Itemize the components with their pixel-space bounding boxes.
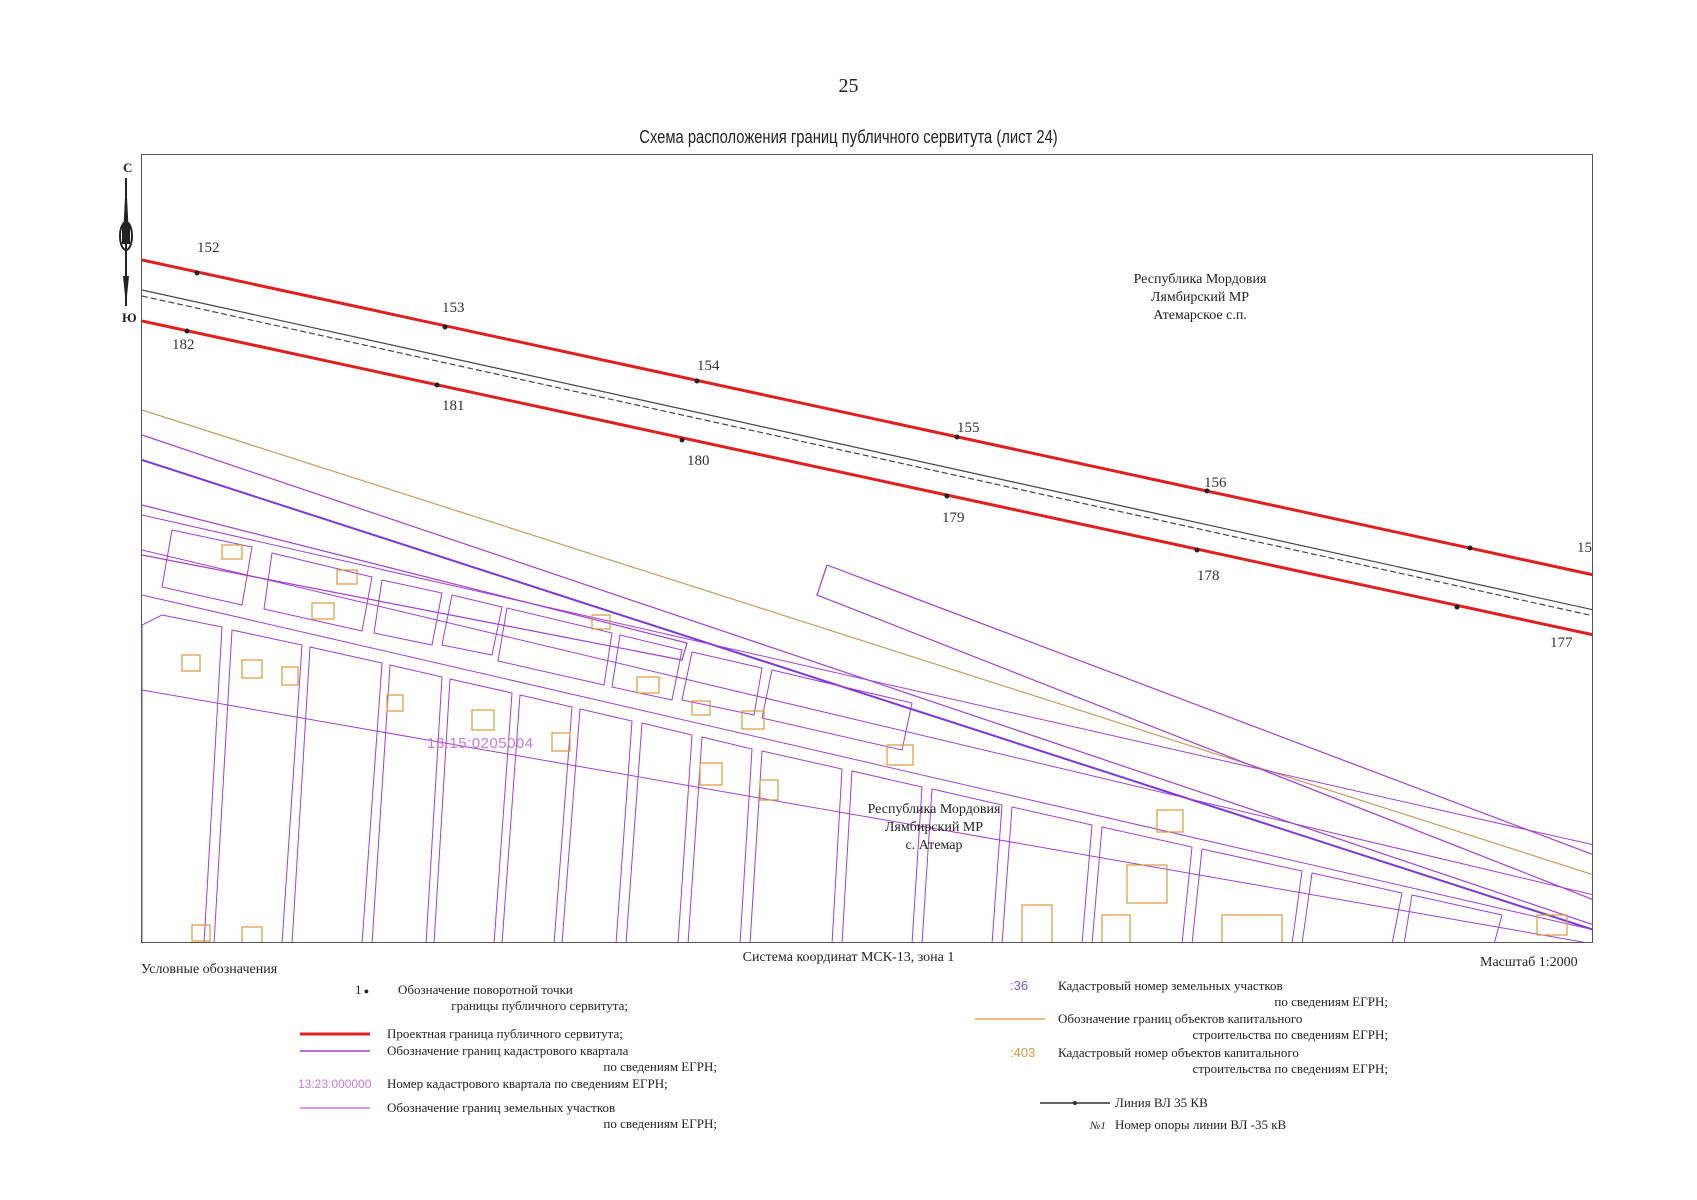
legend-parcel-boundary: Обозначение границ земельных участков по… (387, 1100, 717, 1131)
power-line (142, 295, 1592, 617)
legend-servitude: Проектная граница публичного сервитута; (387, 1026, 623, 1041)
legend-quarter-line (300, 1050, 370, 1052)
south-label: Ю (122, 310, 137, 325)
legend-quarter-number: Номер кадастрового квартала по сведениям… (387, 1076, 668, 1091)
point-label: 15 (1577, 540, 1592, 556)
point-label: 153 (442, 300, 465, 316)
point-label: 152 (197, 240, 220, 256)
point-label: 180 (687, 453, 710, 469)
coordinate-system: Система координат МСК-13, зона 1 (742, 950, 955, 965)
parcel-boundary-line (816, 564, 1592, 900)
legend-building-number-sample: :403 (1010, 1045, 1036, 1060)
legend-building-boundary: Обозначение границ объектов капитального… (1058, 1011, 1388, 1042)
point-label: 178 (1197, 568, 1220, 584)
point-label: 177 (1550, 635, 1573, 651)
north-label: С (123, 160, 133, 175)
building-boundary-line (142, 409, 1592, 875)
legend-parcel-number: Кадастровый номер земельных участков по … (1058, 978, 1388, 1009)
parcel-boundary-line (826, 564, 1592, 855)
place-label-village: Республика Мордовия Лямбирский МР с. Ате… (867, 802, 1001, 853)
legend-building-number: Кадастровый номер объектов капитального … (1058, 1045, 1388, 1076)
page-number: 25 (838, 75, 859, 97)
map-scale: Масштаб 1:2000 (1480, 955, 1578, 970)
quarter-boundary-line (142, 459, 1592, 931)
parcel-boundary-line (142, 549, 1592, 896)
legend-servitude-line (300, 1032, 370, 1036)
map-title: Схема расположения границ публичного сер… (639, 127, 1058, 147)
point-label: 156 (1204, 475, 1227, 491)
cadastral-map (142, 258, 1592, 942)
point-label: 154 (697, 358, 720, 374)
legend-building-line (975, 1018, 1045, 1020)
point-label: 182 (172, 337, 195, 353)
servitude-boundary-south (142, 319, 1592, 637)
legend-pole-number-sample: №1 (1090, 1120, 1106, 1132)
place-label-settlement: Республика Мордовия Лямбирский МР Атемар… (1133, 272, 1267, 323)
legend-turning-point-symbol: 1 ● (355, 982, 370, 997)
legend-power-line-label: Линия ВЛ 35 КВ (1115, 1095, 1208, 1110)
legend-quarter-number-sample: 13:23:000000 (298, 1077, 372, 1091)
parcel-boundary-line (142, 504, 688, 661)
north-arrow-icon (119, 178, 133, 306)
point-label: 179 (942, 510, 965, 526)
legend-turning-point: Обозначение поворотной точки границы пуб… (398, 982, 628, 1013)
servitude-boundary-north (142, 258, 1592, 577)
legend-title: Условные обозначения (141, 962, 278, 977)
legend-pole-number: Номер опоры линии ВЛ -35 кВ (1115, 1117, 1287, 1132)
point-label: 155 (957, 420, 980, 436)
legend-parcel-line (300, 1107, 370, 1109)
quarter-number-label: 13:15:0205004 (427, 735, 534, 752)
legend-parcel-number-sample: :36 (1010, 978, 1029, 993)
map-frame: 152 153 154 155 156 15 182 181 180 179 1… (141, 154, 1593, 943)
point-label: 181 (442, 398, 465, 414)
legend-power-line (1040, 1101, 1110, 1105)
power-line (142, 289, 1592, 611)
legend-quarter-boundary: Обозначение границ кадастрового квартала… (387, 1043, 717, 1074)
